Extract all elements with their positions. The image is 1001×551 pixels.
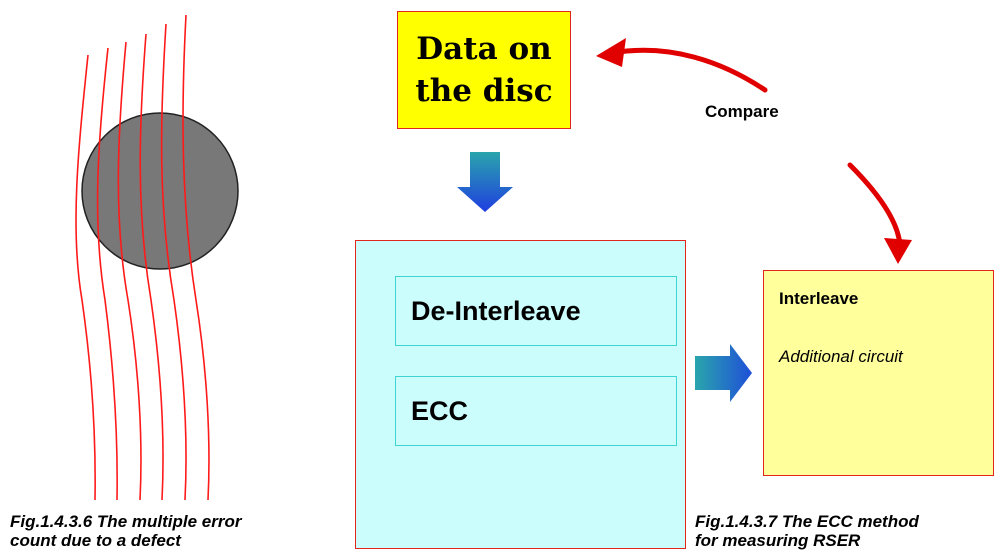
caption-right-line2: for measuring RSER — [695, 531, 861, 550]
ecc-panel: De-Interleave ECC — [355, 240, 686, 549]
track-line — [117, 41, 142, 501]
caption-left: Fig.1.4.3.6 The multiple error count due… — [10, 512, 241, 550]
track-line — [75, 54, 96, 501]
compare-arrowhead-left — [596, 38, 626, 67]
interleave-box: Interleave Additional circuit — [763, 270, 994, 476]
deinterleave-box: De-Interleave — [395, 276, 677, 346]
compare-arrowhead-right — [884, 238, 912, 264]
compare-arrow-left-icon — [615, 47, 768, 93]
track-line — [182, 14, 210, 501]
data-box-line2: the disc — [415, 73, 553, 109]
data-box-line1: Data on — [416, 31, 552, 67]
track-line — [96, 47, 118, 501]
track-lines — [75, 14, 210, 501]
right-arrow-icon — [695, 344, 752, 402]
defect-circle — [81, 112, 239, 270]
compare-label: Compare — [705, 102, 779, 121]
track-line — [139, 33, 164, 501]
data-on-disc-box: Data on the disc — [397, 11, 571, 129]
caption-right: Fig.1.4.3.7 The ECC method for measuring… — [695, 512, 919, 550]
interleave-title: Interleave — [779, 289, 859, 308]
caption-right-line1: Fig.1.4.3.7 The ECC method — [695, 512, 919, 531]
ecc-box: ECC — [395, 376, 677, 446]
interleave-subtitle: Additional circuit — [779, 347, 903, 366]
down-arrow-icon — [457, 152, 513, 212]
caption-left-line1: Fig.1.4.3.6 The multiple error — [10, 512, 242, 531]
compare-arrow-right-icon — [847, 162, 903, 248]
track-line — [160, 23, 187, 501]
caption-left-line2: count due to a defect — [10, 531, 181, 550]
